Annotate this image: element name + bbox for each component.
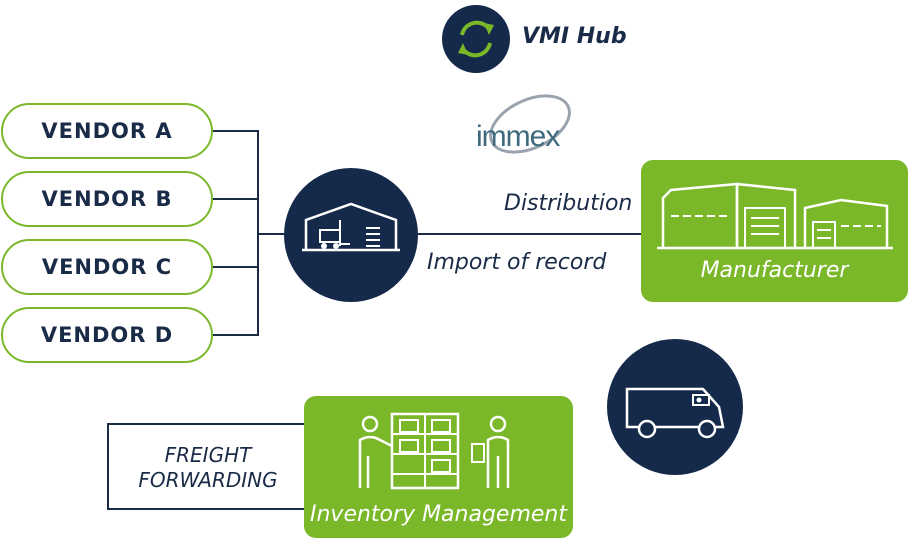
vendor-c-pill: VENDOR C <box>1 239 213 295</box>
distribution-label: Distribution <box>504 191 633 216</box>
freight-bracket-left <box>107 423 109 510</box>
manufacturer-label: Manufacturer <box>700 258 849 283</box>
connector-vendor-a <box>213 130 259 132</box>
vmi-hub-label: VMI Hub <box>522 24 627 49</box>
inventory-management-box: Inventory Management <box>304 396 573 538</box>
connector-to-warehouse <box>257 233 287 235</box>
factory-building-icon <box>657 182 893 250</box>
immex-logo-text: immex <box>476 120 560 153</box>
delivery-van-icon <box>625 387 725 439</box>
van-circle <box>607 339 743 475</box>
manufacturer-box: Manufacturer <box>641 160 908 302</box>
vmi-hub-icon-circle <box>442 5 510 73</box>
connector-vendor-c <box>213 266 259 268</box>
vendor-a-pill: VENDOR A <box>1 103 213 159</box>
freight-forwarding-label: FREIGHT FORWARDING <box>120 443 296 493</box>
freight-label-line2: FORWARDING <box>138 468 278 492</box>
connector-vendor-d <box>213 334 259 336</box>
freight-bracket-top <box>107 423 305 425</box>
warehouse-workers-shelves-icon <box>358 412 510 490</box>
connector-vendor-b <box>213 198 259 200</box>
immex-logo: immex <box>470 92 590 156</box>
warehouse-forklift-icon <box>302 202 400 252</box>
freight-label-line1: FREIGHT <box>164 443 252 467</box>
vendor-d-pill: VENDOR D <box>1 307 213 363</box>
recycle-arrows-icon <box>458 20 494 58</box>
vendor-b-pill: VENDOR B <box>1 171 213 227</box>
import-of-record-label: Import of record <box>427 250 607 275</box>
connector-to-manufacturer <box>418 233 642 235</box>
inventory-management-label: Inventory Management <box>310 502 567 527</box>
warehouse-circle <box>284 168 418 302</box>
freight-bracket-bottom <box>107 508 305 510</box>
